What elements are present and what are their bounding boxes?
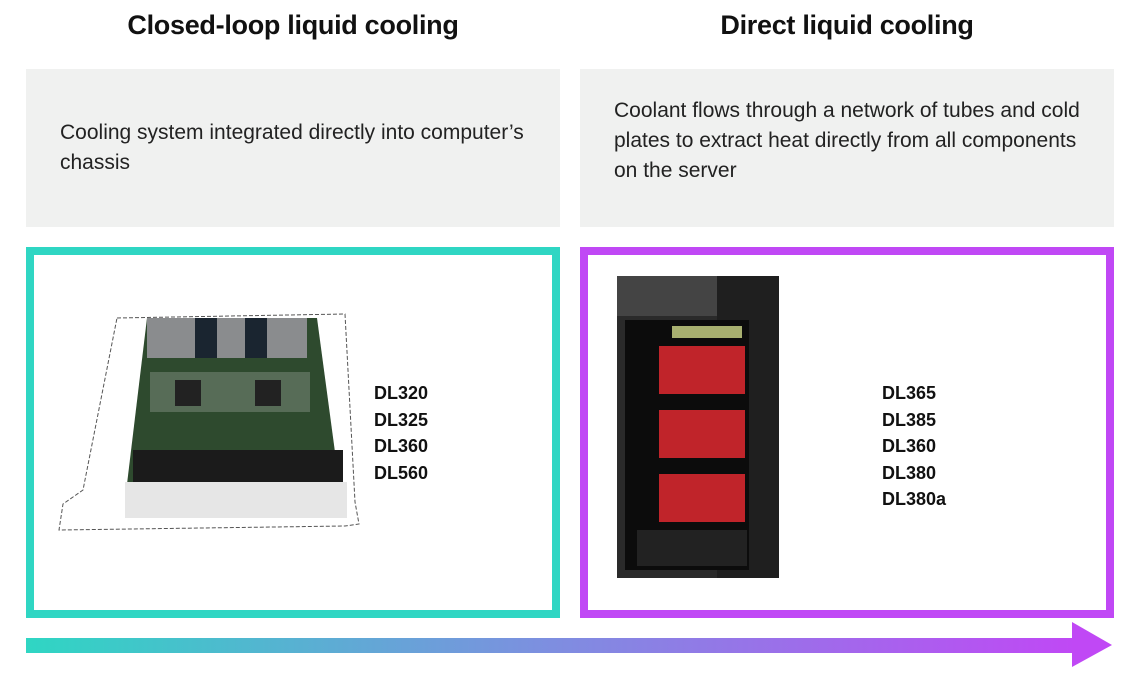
model-label: DL325 <box>374 409 429 430</box>
direct-liquid-description-panel: Coolant flows through a network of tubes… <box>580 69 1114 227</box>
closed-loop-description-panel: Cooling system integrated directly into … <box>26 69 560 227</box>
model-label: DL380a <box>882 489 947 509</box>
model-label: DL360 <box>374 436 429 456</box>
direct-liquid-description: Coolant flows through a network of tubes… <box>614 99 1080 182</box>
direct-liquid-model-list: DL365 DL385 DL360 DL380 DL380a <box>882 380 946 513</box>
model-label: DL380 <box>882 462 937 483</box>
model-label: DL360 <box>882 436 937 456</box>
closed-loop-description: Cooling system integrated directly into … <box>60 121 524 174</box>
model-label: DL365 <box>882 383 937 403</box>
model-label: DL560 <box>374 462 429 483</box>
gradient-progress-arrow-icon <box>26 622 1112 667</box>
closed-loop-title: Closed-loop liquid cooling <box>127 10 459 40</box>
server-rack-image <box>617 276 779 578</box>
server-chassis-image <box>58 313 360 531</box>
model-label: DL385 <box>882 409 937 430</box>
model-label: DL320 <box>374 383 429 403</box>
direct-liquid-title: Direct liquid cooling <box>720 10 974 40</box>
closed-loop-model-list: DL320 DL325 DL360 DL560 <box>374 380 428 486</box>
